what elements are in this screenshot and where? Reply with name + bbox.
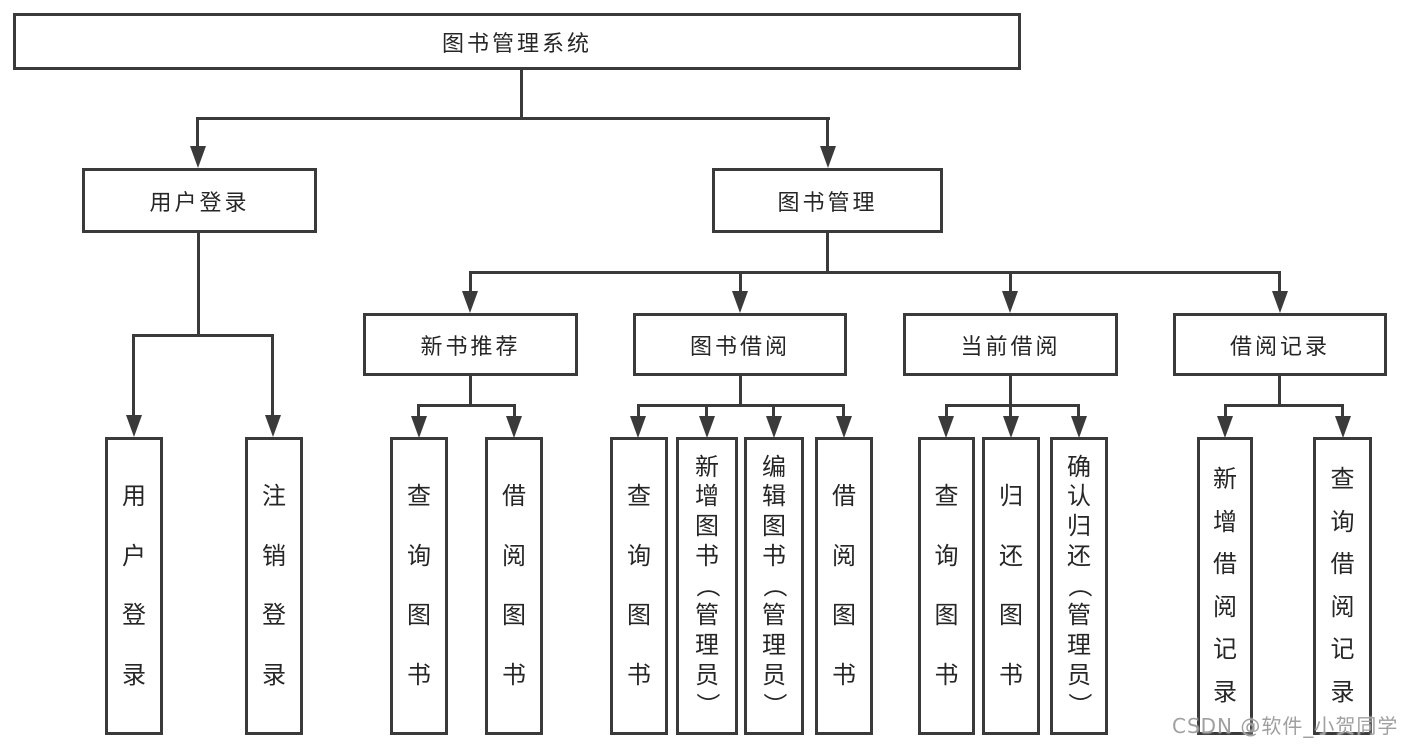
connector-line (271, 334, 274, 416)
arrowhead-icon (1335, 416, 1351, 438)
connector-line (132, 334, 274, 337)
connector-line (1278, 376, 1281, 407)
connector-line (1009, 404, 1012, 418)
connector-line (945, 404, 1080, 407)
connector-line (469, 376, 472, 407)
node-book-borrowing: 图书借阅 (633, 313, 847, 376)
connector-line (637, 404, 640, 418)
leaf-query-borrow-record: 查询借阅记录 (1313, 437, 1372, 735)
arrowhead-icon (699, 416, 715, 438)
connector-line (1009, 376, 1012, 407)
connector-line (1009, 271, 1012, 293)
leaf-edit-book-admin: 编辑图书（管理员） (744, 437, 804, 735)
connector-line (826, 233, 829, 274)
leaf-add-borrow-record: 新增借阅记录 (1197, 437, 1253, 735)
node-book-management: 图书管理 (712, 168, 943, 233)
connector-line (1224, 404, 1227, 418)
connector-line (520, 70, 523, 119)
connector-line (417, 404, 516, 407)
arrowhead-icon (630, 416, 646, 438)
connector-line (1077, 404, 1080, 418)
leaf-borrow-books-recommend: 借阅图书 (485, 437, 543, 735)
watermark: CSDN @软件_小贺同学 (1172, 714, 1399, 738)
arrowhead-icon (1217, 416, 1233, 438)
connector-line (772, 404, 775, 418)
leaf-logout: 注销登录 (245, 437, 303, 735)
connector-line (637, 404, 845, 407)
arrowhead-icon (190, 146, 206, 168)
connector-line (197, 233, 200, 337)
arrowhead-icon (836, 416, 852, 438)
arrowhead-icon (506, 416, 522, 438)
connector-line (945, 404, 948, 418)
leaf-borrow-book: 借阅图书 (815, 437, 873, 735)
connector-line (705, 404, 708, 418)
connector-line (469, 271, 472, 293)
connector-line (1224, 404, 1344, 407)
arrowhead-icon (1002, 291, 1018, 313)
connector-line (826, 117, 829, 148)
connector-line (417, 404, 420, 418)
connector-line (513, 404, 516, 418)
arrowhead-icon (411, 416, 427, 438)
connector-line (469, 271, 1281, 274)
arrowhead-icon (732, 291, 748, 313)
leaf-query-books-recommend: 查询图书 (390, 437, 448, 735)
node-current-borrowing: 当前借阅 (903, 313, 1118, 376)
connector-line (196, 117, 199, 148)
node-new-book-recommendation: 新书推荐 (363, 313, 578, 376)
leaf-user-login: 用户登录 (105, 437, 163, 735)
node-borrowing-records: 借阅记录 (1173, 313, 1387, 376)
leaf-query-books-current: 查询图书 (918, 437, 975, 735)
node-user-login: 用户登录 (82, 168, 317, 233)
connector-line (132, 334, 135, 416)
arrowhead-icon (766, 416, 782, 438)
arrowhead-icon (1003, 416, 1019, 438)
arrowhead-icon (1071, 416, 1087, 438)
connector-line (739, 271, 742, 293)
connector-line (1341, 404, 1344, 418)
connector-line (1278, 271, 1281, 293)
connector-line (196, 117, 830, 120)
leaf-query-books-borrow: 查询图书 (610, 437, 668, 735)
leaf-return-book: 归还图书 (982, 437, 1040, 735)
arrowhead-icon (462, 291, 478, 313)
arrowhead-icon (126, 415, 142, 437)
arrowhead-icon (820, 146, 836, 168)
connector-line (739, 376, 742, 407)
leaf-add-book-admin: 新增图书（管理员） (676, 437, 738, 735)
arrowhead-icon (1272, 291, 1288, 313)
node-library-management-system: 图书管理系统 (13, 13, 1021, 70)
connector-line (842, 404, 845, 418)
leaf-confirm-return-admin: 确认归还（管理员） (1050, 437, 1108, 735)
arrowhead-icon (938, 416, 954, 438)
arrowhead-icon (265, 415, 281, 437)
